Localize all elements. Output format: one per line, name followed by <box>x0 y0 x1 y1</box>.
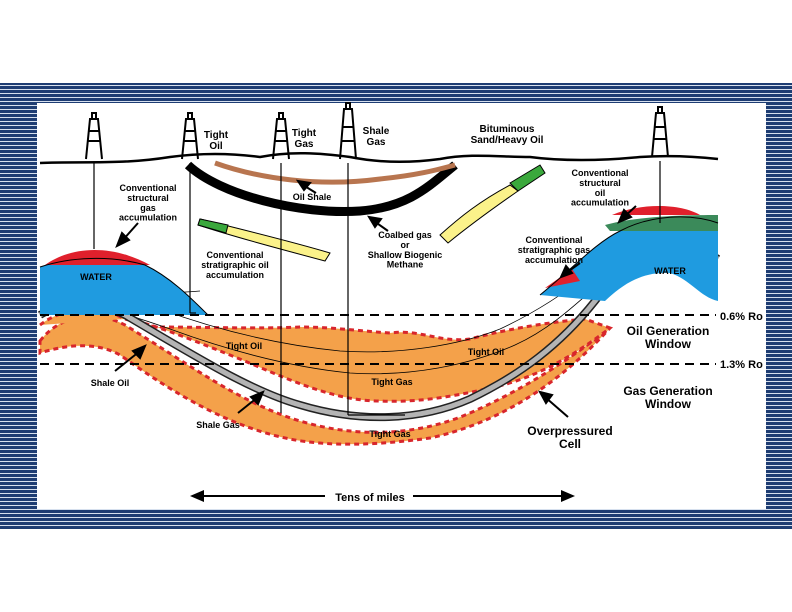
oil-shale-bed <box>184 161 458 216</box>
label-oil-shale: Oil Shale <box>293 192 332 202</box>
label-shale-gas: Shale Gas <box>196 420 240 430</box>
well-tight-oil <box>181 112 199 314</box>
label-tight-gas-2: Tight Gas <box>369 429 410 439</box>
bituminous-green <box>509 164 546 192</box>
arrowhead <box>295 179 312 192</box>
well-conventional-oil <box>651 106 669 223</box>
scale-bar <box>190 490 575 502</box>
gas-cap-right <box>612 206 700 215</box>
label-tight-gas-1: Tight Gas <box>371 377 412 387</box>
strat-oil-green <box>197 218 229 234</box>
strat-oil-yellow <box>197 218 331 262</box>
label-tight-oil-2: Tight Oil <box>468 347 504 357</box>
arrowhead <box>115 231 131 249</box>
brown-bed <box>214 160 456 185</box>
tight-oil-reservoir <box>39 308 614 403</box>
arrowhead <box>131 344 147 360</box>
label-shale-oil: Shale Oil <box>91 378 130 388</box>
well-shale-gas <box>339 102 405 416</box>
ground-surface <box>39 152 719 165</box>
well-tight-gas <box>272 112 290 413</box>
arrowhead <box>617 208 633 224</box>
water-left <box>40 258 208 315</box>
water-right <box>540 231 718 301</box>
arrowhead <box>249 390 265 406</box>
arrowhead <box>538 390 554 405</box>
label-water-left: WATER <box>80 272 112 282</box>
label-ro-06: 0.6% Ro <box>720 311 763 323</box>
well-conventional-gas <box>85 112 103 249</box>
arrowhead <box>367 215 383 229</box>
label-scale: Tens of miles <box>335 492 404 504</box>
arrowhead <box>559 264 574 279</box>
label-water-right: WATER <box>654 266 686 276</box>
label-ro-13: 1.3% Ro <box>720 359 763 371</box>
label-tight-oil-1: Tight Oil <box>226 341 262 351</box>
gas-cap-left <box>45 249 150 265</box>
oil-cap-right <box>605 215 718 231</box>
